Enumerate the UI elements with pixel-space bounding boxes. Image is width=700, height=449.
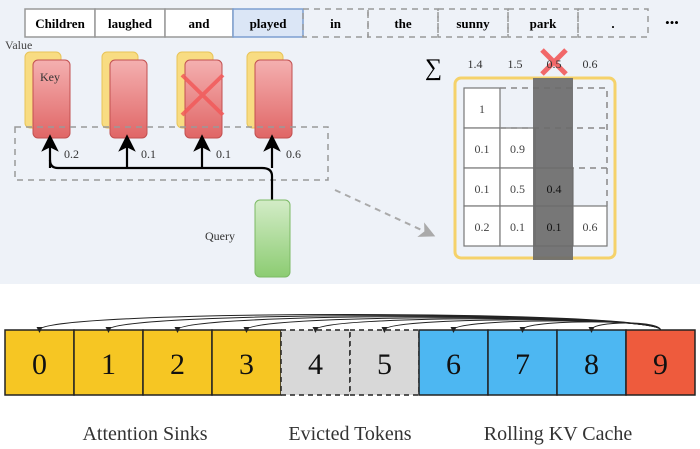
kv-cache-cards xyxy=(24,51,293,139)
word-text: park xyxy=(530,16,558,31)
word-text: and xyxy=(189,16,211,31)
matrix-value: 0.6 xyxy=(583,220,598,234)
evicted-sum-cross-icon xyxy=(540,48,568,76)
matrix-cell xyxy=(572,205,608,247)
sum-symbol: ∑ xyxy=(425,55,442,81)
token-cell-sink xyxy=(4,329,75,396)
column-sum: 0.6 xyxy=(583,57,598,71)
word-text: . xyxy=(611,16,614,31)
attention-arc xyxy=(588,322,661,333)
attention-dashed-box xyxy=(14,126,329,181)
token-index: 4 xyxy=(308,348,323,381)
token-index: 8 xyxy=(584,348,599,381)
evicted-matrix-value: 0.4 xyxy=(547,182,562,196)
attention-arc xyxy=(243,317,661,333)
attention-sinks-label: Attention Sinks xyxy=(82,423,207,445)
attention-arrows: 0.2 0.1 0.1 0.6 xyxy=(41,134,301,200)
token-index: 0 xyxy=(32,348,47,381)
matrix-value: 0.1 xyxy=(475,182,490,196)
matrix-cell xyxy=(463,205,501,247)
query-label: Query xyxy=(205,229,235,243)
attention-score: 0.6 xyxy=(286,147,301,161)
matrix-cell xyxy=(463,127,501,169)
attention-score: 0.1 xyxy=(141,147,156,161)
column-sum: 1.5 xyxy=(508,57,523,71)
matrix-cell xyxy=(499,167,536,207)
token-cell-sink xyxy=(211,329,282,396)
word-box xyxy=(24,8,96,38)
matrix-value: 0.1 xyxy=(510,220,525,234)
matrix-value: 1 xyxy=(479,102,485,116)
evicted-tokens-label: Evicted Tokens xyxy=(288,423,411,445)
matrix-cell xyxy=(499,205,536,247)
matrix-value: 0.5 xyxy=(510,182,525,196)
word-box xyxy=(577,8,649,38)
evicted-column xyxy=(533,78,573,260)
word-box xyxy=(437,8,509,38)
token-index: 1 xyxy=(101,348,116,381)
attention-arc xyxy=(105,315,661,333)
word-box xyxy=(507,8,579,38)
column-sum: 0.5 xyxy=(547,57,562,71)
word-text: the xyxy=(394,16,412,31)
attention-matrix: 1 0.1 0.9 0.1 0.5 0.2 0.1 0.6 0.4 0.1 1.4 1.5 0.5 0.6 xyxy=(453,48,617,260)
evicted-cross-icon xyxy=(180,73,225,117)
token-cell-evicted xyxy=(280,329,351,396)
word-text: sunny xyxy=(456,16,490,31)
token-index: 7 xyxy=(515,348,530,381)
attention-arc xyxy=(450,320,661,333)
token-index: 2 xyxy=(170,348,185,381)
attention-score: 0.2 xyxy=(64,147,79,161)
attention-score: 0.1 xyxy=(216,147,231,161)
word-box xyxy=(367,8,439,38)
word-box xyxy=(164,8,234,38)
token-index: 6 xyxy=(446,348,461,381)
sentence-row: Children laughed and played in the sunny park. xyxy=(24,8,649,38)
key-label: Key xyxy=(40,70,60,84)
ellipsis: ••• xyxy=(665,15,679,30)
token-index: 3 xyxy=(239,348,254,381)
value-label: Value xyxy=(5,38,32,52)
evicted-matrix-value: 0.1 xyxy=(547,220,562,234)
token-cache-row: 0 1 2 3 4 5 6 7 8 9 xyxy=(4,314,696,396)
rolling-kv-cache-label: Rolling KV Cache xyxy=(484,423,633,445)
matrix-value: 0.2 xyxy=(475,220,490,234)
word-box xyxy=(232,8,304,38)
column-sum: 1.4 xyxy=(468,57,483,71)
word-text: laughed xyxy=(108,16,153,31)
token-index: 9 xyxy=(653,348,668,381)
word-text: Children xyxy=(35,16,85,31)
matrix-value: 0.1 xyxy=(475,142,490,156)
matrix-cell xyxy=(463,87,501,129)
word-text: in xyxy=(330,16,342,31)
query-card xyxy=(254,199,291,278)
token-index: 5 xyxy=(377,348,392,381)
word-text: played xyxy=(250,16,288,31)
attention-arc xyxy=(519,321,661,333)
matrix-value: 0.9 xyxy=(510,142,525,156)
